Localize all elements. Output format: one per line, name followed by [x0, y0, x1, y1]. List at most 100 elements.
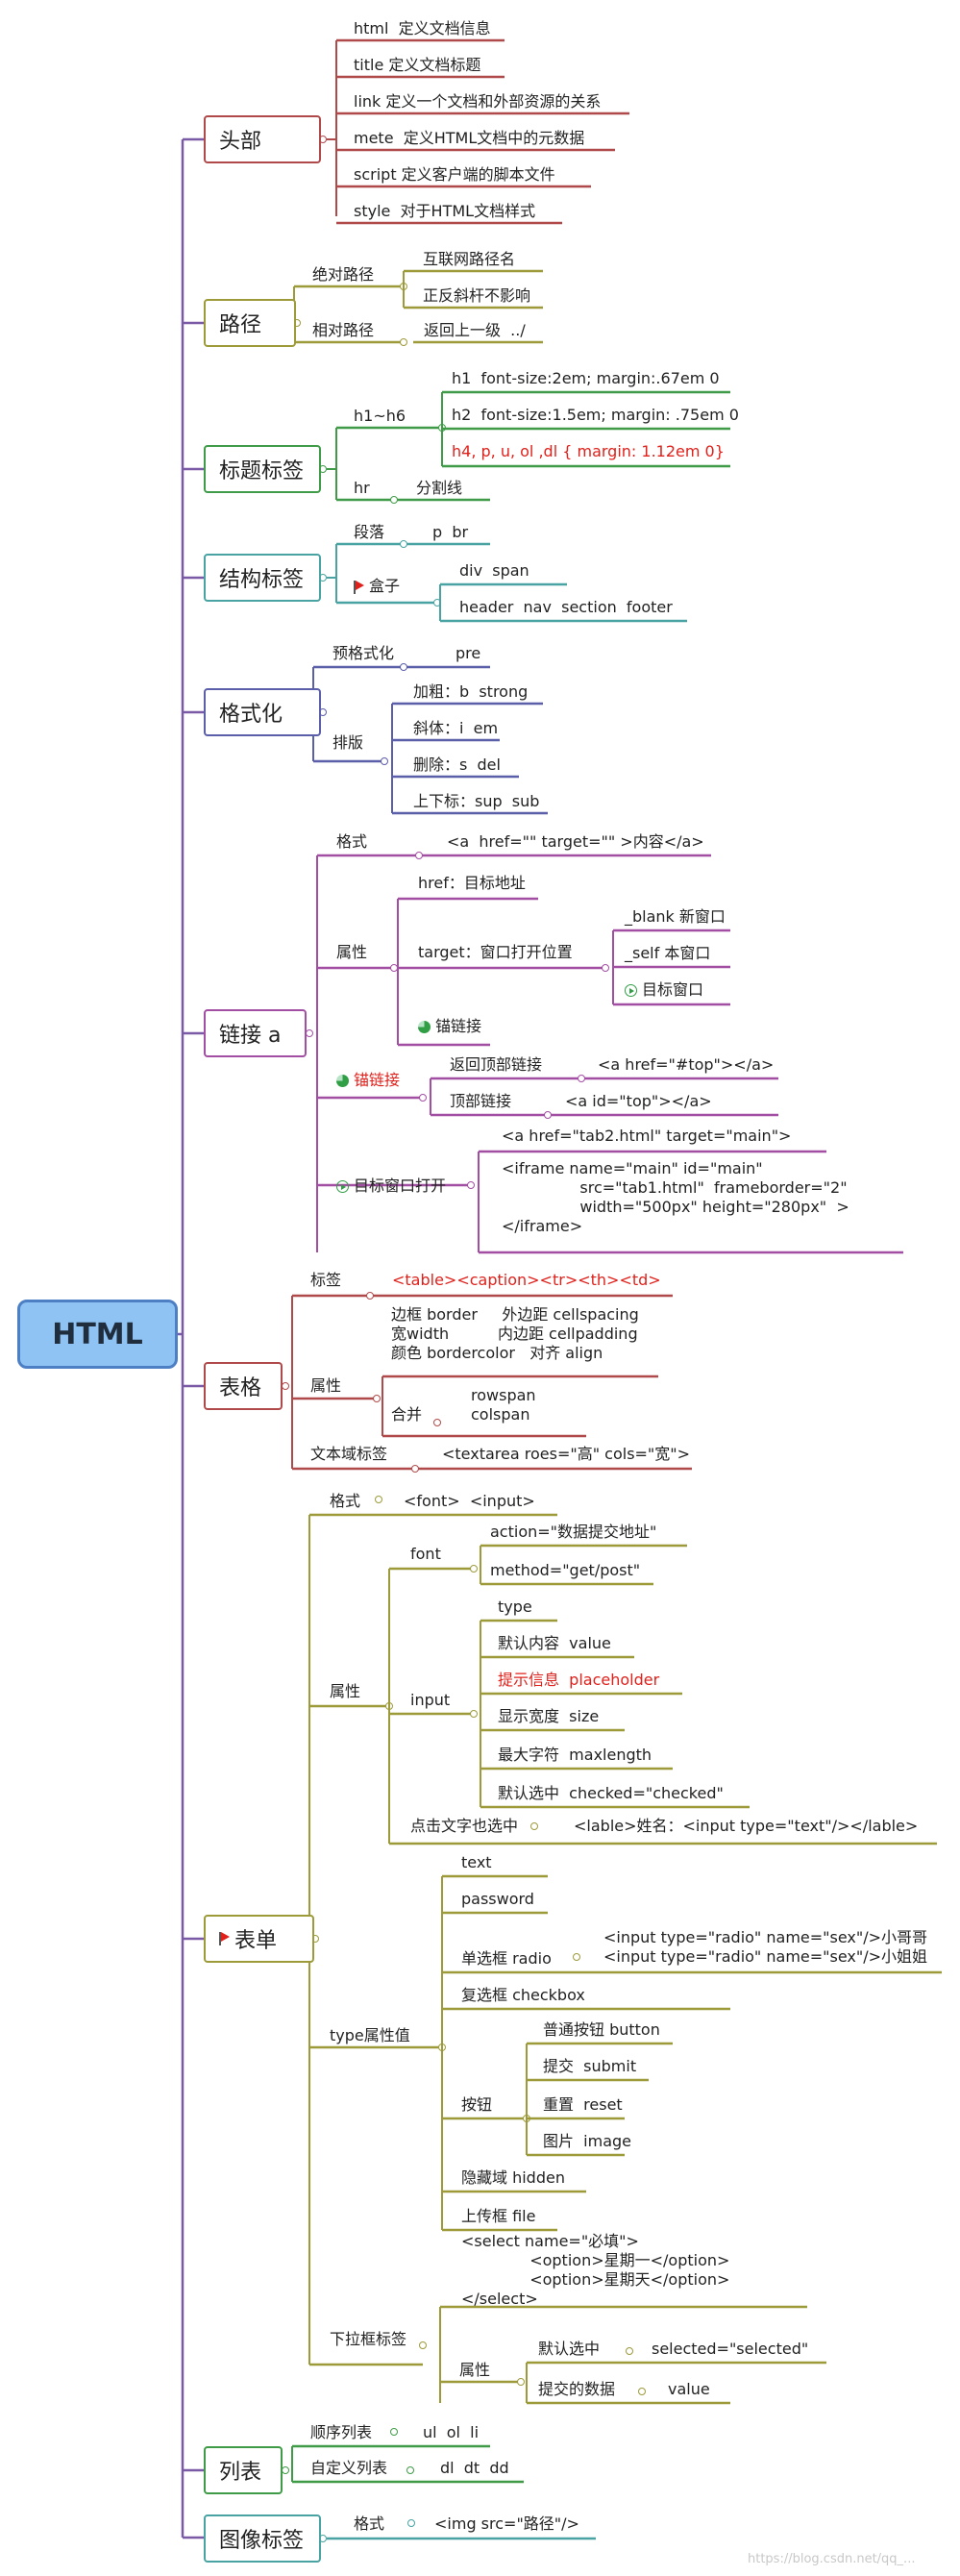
link-anchor-value[interactable]: <a id="top"></a> — [565, 1092, 712, 1111]
struct-box-item[interactable]: div span — [459, 561, 529, 581]
form-type-item[interactable]: 单选框 radio — [461, 1949, 552, 1969]
collapse-toggle[interactable] — [407, 2519, 415, 2527]
link-target-item[interactable]: _blank 新窗口 — [625, 907, 726, 927]
form-type-item[interactable]: 上传框 file — [461, 2207, 535, 2226]
collapse-toggle[interactable] — [470, 1710, 478, 1718]
link-target[interactable]: target：窗口打开位置 — [418, 943, 573, 962]
collapse-toggle[interactable] — [282, 2466, 289, 2474]
table-merge[interactable]: 合并 — [391, 1405, 422, 1424]
collapse-toggle[interactable] — [400, 540, 407, 548]
struct-para[interactable]: 段落 — [354, 523, 384, 542]
title-h[interactable]: h1~h6 — [354, 407, 406, 426]
form-attr[interactable]: 属性 — [330, 1682, 360, 1701]
collapse-toggle[interactable] — [626, 2347, 633, 2355]
topic-format[interactable]: 格式化 — [204, 688, 321, 736]
topic-link[interactable]: 链接 a — [204, 1009, 307, 1057]
collapse-toggle[interactable] — [282, 1382, 289, 1390]
form-input-item[interactable]: 默认选中 checked="checked" — [498, 1784, 724, 1803]
collapse-toggle[interactable] — [419, 1094, 427, 1102]
collapse-toggle[interactable] — [375, 1496, 382, 1503]
collapse-toggle[interactable] — [400, 663, 407, 671]
link-anchor-value[interactable]: <a href="#top"></a> — [598, 1055, 774, 1075]
collapse-toggle[interactable] — [602, 964, 609, 972]
topic-form[interactable]: 表单 — [204, 1915, 314, 1963]
collapse-toggle[interactable] — [406, 2466, 414, 2474]
form-font[interactable]: font — [410, 1545, 441, 1564]
form-input-item[interactable]: 默认内容 value — [498, 1634, 611, 1653]
collapse-toggle[interactable] — [411, 1465, 419, 1473]
link-format[interactable]: 格式 — [336, 832, 367, 852]
collapse-toggle[interactable] — [470, 1565, 478, 1573]
form-select[interactable]: 下拉框标签 — [330, 2330, 406, 2349]
path-absolute[interactable]: 绝对路径 — [312, 265, 374, 285]
form-type-item[interactable]: 按钮 — [461, 2095, 492, 2115]
topic-table[interactable]: 表格 — [204, 1362, 283, 1410]
form-select-text[interactable]: <select name="必填"> <option>星期一</option> … — [461, 2232, 729, 2309]
collapse-toggle[interactable] — [390, 964, 398, 972]
form-input-item[interactable]: 最大字符 maxlength — [498, 1746, 652, 1765]
form-input[interactable]: input — [410, 1691, 450, 1710]
format-layout-item[interactable]: 斜体：i em — [413, 719, 498, 738]
title-h-item[interactable]: h1 font-size:2em; margin:.67em 0 — [452, 369, 720, 388]
link-target-open-a[interactable]: <a href="tab2.html" target="main"> — [502, 1127, 791, 1146]
form-type-values[interactable]: type属性值 — [330, 2026, 410, 2045]
link-format-value[interactable]: <a href="" target="" >内容</a> — [447, 832, 704, 852]
format-layout-item[interactable]: 加粗：b strong — [413, 682, 528, 702]
head-item[interactable]: link 定义一个文档和外部资源的关系 — [354, 92, 601, 111]
topic-heading-tags[interactable]: 标题标签 — [204, 445, 321, 493]
path-rel-value[interactable]: 返回上一级 ../ — [424, 321, 526, 340]
topic-list[interactable]: 列表 — [204, 2446, 283, 2494]
table-textarea-value[interactable]: <textarea roes="高" cols="宽"> — [442, 1445, 690, 1464]
title-hr-value[interactable]: 分割线 — [416, 479, 462, 498]
link-href[interactable]: href：目标地址 — [418, 874, 526, 893]
collapse-toggle[interactable] — [578, 1075, 585, 1082]
link-target-open[interactable]: 目标窗口打开 — [336, 1177, 446, 1196]
format-layout-item[interactable]: 删除：s del — [413, 755, 501, 775]
list-item[interactable]: 顺序列表 — [310, 2423, 372, 2442]
image-format-value[interactable]: <img src="路径"/> — [434, 2514, 579, 2534]
head-item[interactable]: mete 定义HTML文档中的元数据 — [354, 129, 584, 148]
head-item[interactable]: title 定义文档标题 — [354, 56, 480, 75]
table-tag[interactable]: 标签 — [310, 1271, 341, 1290]
form-click-value[interactable]: <lable>姓名：<input type="text"/></lable> — [574, 1817, 918, 1836]
table-tag-value[interactable]: <table><caption><tr><th><td> — [392, 1271, 661, 1290]
collapse-toggle[interactable] — [306, 1029, 313, 1037]
link-anchor[interactable]: 锚链接 — [336, 1071, 400, 1090]
collapse-toggle[interactable] — [366, 1292, 374, 1300]
form-button-item[interactable]: 普通按钮 button — [543, 2020, 660, 2040]
link-anchor-row[interactable]: 顶部链接 — [450, 1092, 511, 1111]
form-type-item[interactable]: text — [461, 1853, 492, 1872]
form-font-item[interactable]: action="数据提交地址" — [490, 1523, 656, 1542]
form-button-item[interactable]: 提交 submit — [543, 2057, 636, 2076]
form-format-value[interactable]: <font> <input> — [404, 1492, 535, 1511]
table-attr-text[interactable]: 边框 border 外边距 cellspacing 宽width 内边距 cel… — [391, 1305, 639, 1363]
struct-box-item[interactable]: header nav section footer — [459, 598, 673, 617]
root-node[interactable]: HTML — [17, 1300, 178, 1369]
struct-box[interactable]: 盒子 — [354, 577, 400, 596]
form-select-attr[interactable]: 属性 — [459, 2361, 490, 2380]
format-layout-item[interactable]: 上下标：sup sub — [413, 792, 539, 811]
collapse-toggle[interactable] — [573, 1953, 580, 1961]
collapse-toggle[interactable] — [544, 1111, 552, 1119]
list-item-value[interactable]: ul ol li — [423, 2423, 479, 2442]
link-anchor-row[interactable]: 返回顶部链接 — [450, 1055, 542, 1075]
form-select-attr-value[interactable]: value — [668, 2380, 710, 2399]
title-h-item[interactable]: h2 font-size:1.5em; margin: .75em 0 — [452, 406, 739, 425]
head-item[interactable]: html 定义文档信息 — [354, 19, 491, 38]
format-layout[interactable]: 排版 — [332, 733, 363, 753]
collapse-toggle[interactable] — [467, 1181, 475, 1189]
link-target-item[interactable]: _self 本窗口 — [625, 944, 710, 963]
format-pre[interactable]: 预格式化 — [332, 644, 394, 663]
head-item[interactable]: style 对于HTML文档样式 — [354, 202, 535, 221]
title-h-item[interactable]: h4, p, u, ol ,dl { margin: 1.12em 0} — [452, 442, 725, 461]
form-input-item[interactable]: 提示信息 placeholder — [498, 1671, 659, 1690]
form-input-item[interactable]: 显示宽度 size — [498, 1707, 599, 1726]
collapse-toggle[interactable] — [381, 757, 388, 765]
format-pre-value[interactable]: pre — [455, 644, 480, 663]
form-type-item[interactable]: 隐藏域 hidden — [461, 2168, 565, 2188]
collapse-toggle[interactable] — [530, 1822, 538, 1830]
table-attr[interactable]: 属性 — [310, 1376, 341, 1396]
collapse-toggle[interactable] — [517, 2378, 525, 2386]
collapse-toggle[interactable] — [415, 852, 423, 859]
list-item-value[interactable]: dl dt dd — [440, 2459, 509, 2478]
